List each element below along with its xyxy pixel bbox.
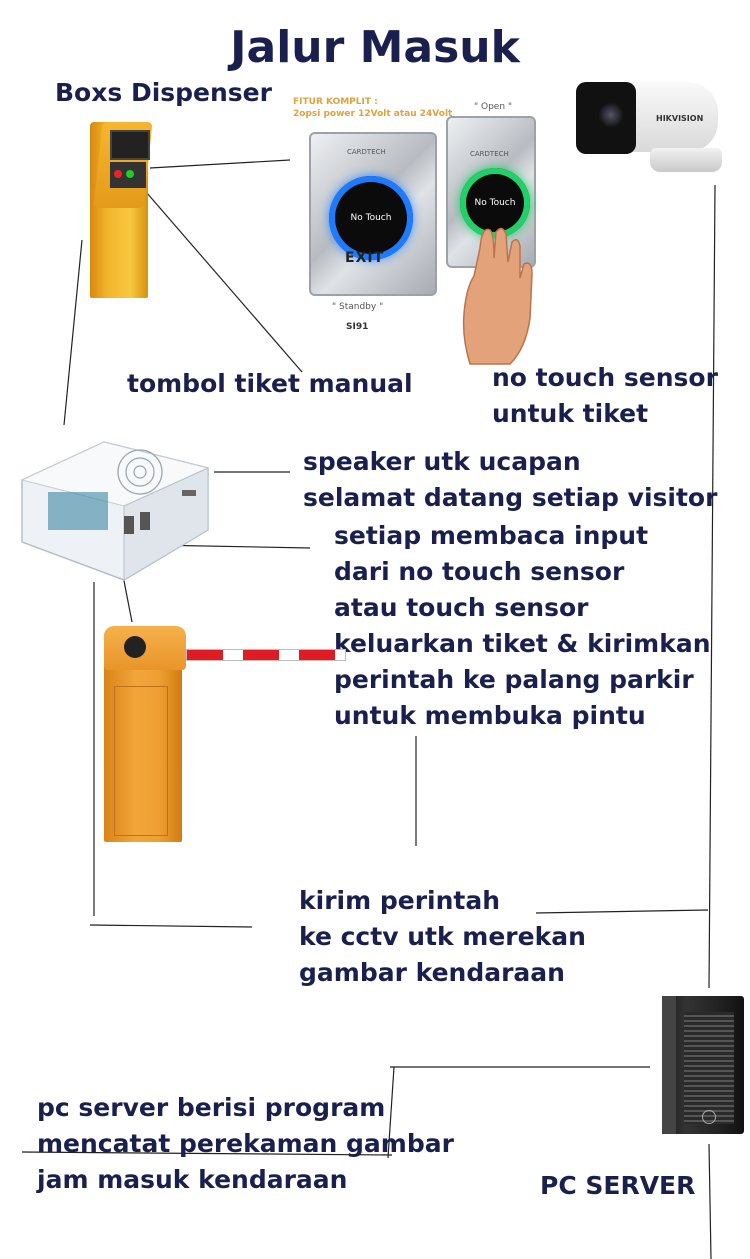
camera-lens-icon (596, 100, 626, 130)
model-label: SI91 (346, 322, 368, 332)
server-label: PC SERVER (540, 1171, 695, 1200)
barrier-light-icon (124, 636, 146, 658)
no-touch-label: no touch sensor untuk tiket (492, 360, 718, 432)
camera-brand: HIKVISION (656, 114, 703, 123)
controller-box (12, 420, 212, 585)
no-touch-button-blue: No Touch (329, 176, 413, 260)
server-logo-icon (702, 1110, 716, 1124)
feature-title: FITUR KOMPLIT : (293, 97, 378, 108)
barrier-arm (186, 649, 346, 661)
line-bottom-left (90, 925, 252, 927)
exit-text: EXIT (345, 250, 384, 266)
line-dispenser-to-manual-label (140, 185, 302, 372)
standby-caption: " Standby " (332, 302, 383, 312)
cctv-command-label: kirim perintah ke cctv utk merekan gamba… (299, 883, 586, 991)
exit-button-plate: CARDTECH No Touch EXIT (309, 132, 437, 296)
open-caption: " Open " (474, 102, 512, 112)
ticket-dispenser (90, 122, 150, 298)
line-server-down (709, 1144, 711, 1259)
hand-icon (462, 218, 540, 366)
dispenser-label: Boxs Dispenser (55, 78, 272, 107)
line-dispenser-to-controller (64, 240, 82, 425)
server-note-label: pc server berisi program mencatat pereka… (37, 1090, 454, 1198)
speaker-label: speaker utk ucapan selamat datang setiap… (303, 444, 717, 516)
controller-label: setiap membaca input dari no touch senso… (334, 518, 711, 734)
line-dispenser-to-plate (150, 160, 290, 168)
feature-desc: 2opsi power 12Volt atau 24Volt (293, 109, 452, 120)
manual-button-label: tombol tiket manual (127, 369, 413, 398)
